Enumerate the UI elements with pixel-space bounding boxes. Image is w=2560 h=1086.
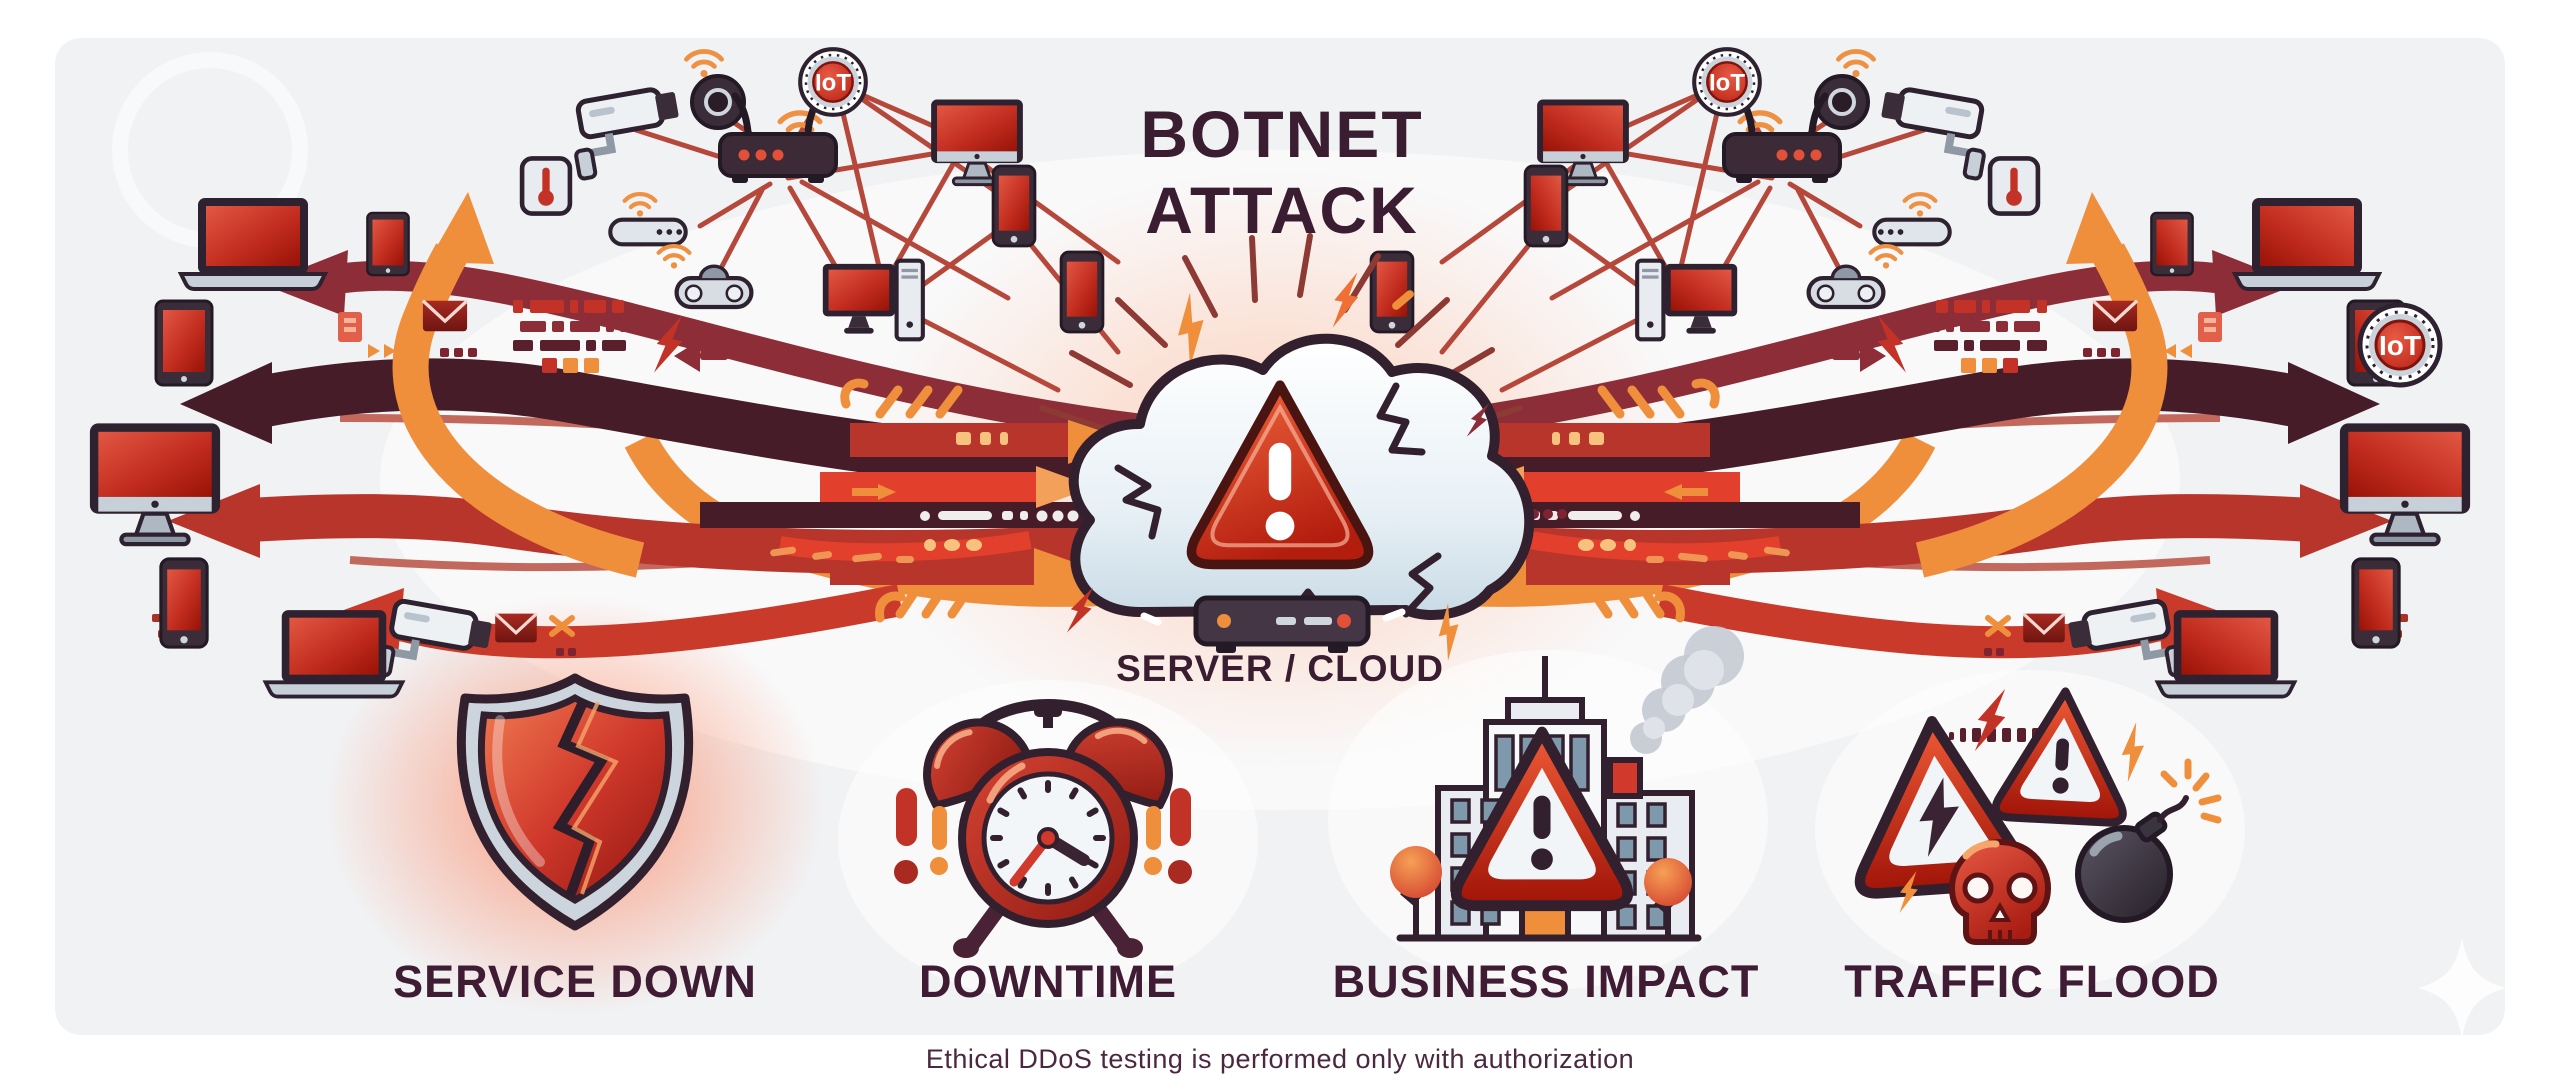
broken-shield-icon [456,673,694,931]
alarm-clock-icon [894,699,1192,958]
trees [1390,846,1692,938]
iot-badge-label: IoT [1709,69,1745,96]
impact-label-downtime: DOWNTIME [919,956,1177,1007]
warning-triangle-icon [1186,380,1374,570]
hazard-warning-cluster-icon [1849,685,2222,945]
impact-label-service-down: SERVICE DOWN [393,956,757,1007]
server-cloud-label: SERVER / CLOUD [1116,648,1444,689]
bomb-icon [2075,758,2222,923]
cloud-server-icon [1064,333,1535,662]
skull-icon [1948,839,2052,945]
server-unit [1193,595,1371,653]
impact-label-business-impact: BUSINESS IMPACT [1332,956,1760,1007]
crack-lines [1114,382,1442,618]
damaged-building-icon [1390,626,1744,942]
footer-disclaimer: Ethical DDoS testing is performed only w… [925,1044,1635,1074]
title-line-1: BOTNET [1140,97,1424,171]
phone-icon [1059,250,1105,334]
exclamation-marks [894,788,1192,884]
sparkle-icon [2418,938,2506,1038]
smoke [1630,626,1744,754]
iot-badge-label: IoT [815,69,851,96]
iot-badge-label: IoT [2379,330,2421,361]
fuse-spark [2160,758,2222,824]
title-line-2: ATTACK [1145,173,1419,247]
impact-label-traffic-flood: TRAFFIC FLOOD [1844,956,2220,1007]
page-title: BOTNET ATTACK [962,96,1602,248]
